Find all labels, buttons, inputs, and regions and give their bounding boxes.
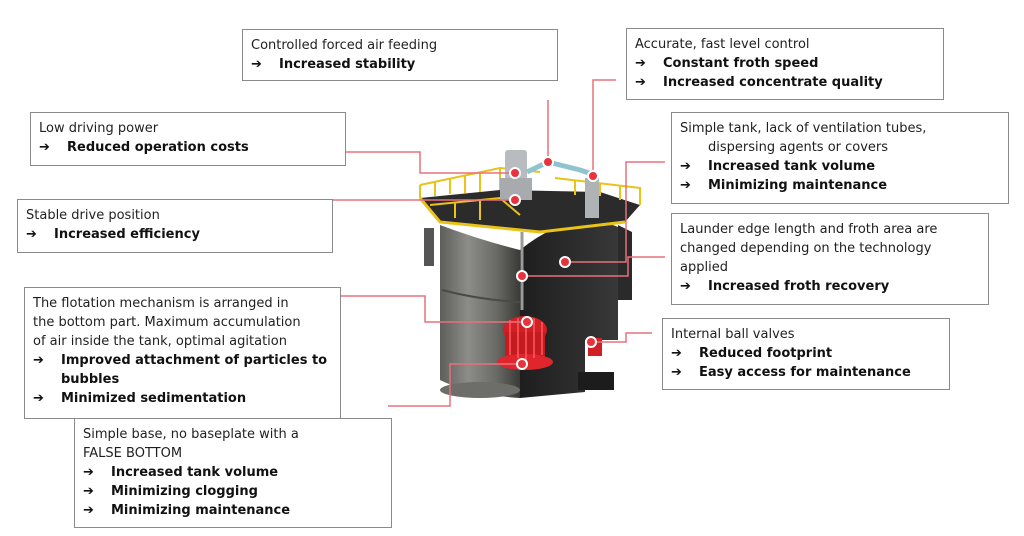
- right-arrow-icon: ➔: [680, 159, 691, 174]
- callout-description: Simple base, no baseplate with a: [83, 427, 299, 442]
- benefit-item: ➔Increased tank volume: [83, 465, 279, 480]
- right-arrow-icon: ➔: [680, 178, 691, 193]
- callout-description: changed depending on the technology: [680, 241, 932, 256]
- callout-description: Accurate, fast level control: [635, 37, 810, 52]
- valve-base: [578, 372, 614, 390]
- right-arrow-icon: ➔: [33, 391, 44, 406]
- right-arrow-icon: ➔: [83, 465, 94, 480]
- benefit-item: ➔Minimizing maintenance: [680, 178, 888, 193]
- right-arrow-icon: ➔: [83, 503, 94, 518]
- benefit-item: ➔Increased stability: [251, 57, 416, 72]
- right-arrow-icon: ➔: [680, 279, 691, 294]
- callout-description: of air inside the tank, optimal agitatio…: [33, 334, 287, 349]
- tank-bottom: [440, 382, 520, 398]
- callout-description: Simple tank, lack of ventilation tubes,: [680, 121, 927, 136]
- air-pipe: [525, 159, 596, 178]
- benefit-item: ➔Increased concentrate quality: [635, 75, 883, 90]
- marker-simple-tank: [559, 256, 571, 268]
- callout-description: Internal ball valves: [671, 327, 795, 342]
- callout-drive-position: Stable drive position ➔Increased efficie…: [17, 199, 333, 253]
- callout-description: dispersing agents or covers: [708, 140, 889, 155]
- callout-description: the bottom part. Maximum accumulation: [33, 315, 301, 330]
- callout-flotation-mechanism: The flotation mechanism is arranged in t…: [24, 287, 341, 419]
- tank-shell: [440, 225, 520, 398]
- callout-description: Low driving power: [39, 121, 159, 136]
- marker-launder-edge: [516, 270, 528, 282]
- benefit-item: ➔Minimized sedimentation: [33, 391, 247, 406]
- marker-simple-base: [516, 358, 528, 370]
- benefit-item: ➔Easy access for maintenance: [671, 365, 911, 380]
- callout-level-control: Accurate, fast level control ➔Constant f…: [626, 28, 944, 100]
- right-arrow-icon: ➔: [671, 365, 682, 380]
- right-arrow-icon: ➔: [635, 75, 646, 90]
- drive-gearbox: [500, 178, 532, 200]
- callout-driving-power: Low driving power ➔Reduced operation cos…: [30, 112, 346, 166]
- leader-driving-power: [346, 151, 515, 174]
- benefit-item: ➔Constant froth speed: [635, 56, 819, 71]
- callout-simple-base: Simple base, no baseplate with a FALSE B…: [74, 418, 392, 528]
- marker-air-feeding: [542, 156, 554, 168]
- marker-level-control: [587, 170, 599, 182]
- leader-ball-valves: [591, 332, 652, 343]
- leader-launder-edge: [522, 256, 665, 277]
- callout-launder-edge: Launder edge length and froth area are c…: [671, 213, 989, 305]
- red-impeller: [497, 316, 553, 370]
- benefit-item: ➔Improved attachment of particles to bub…: [33, 353, 328, 387]
- right-arrow-icon: ➔: [251, 57, 262, 72]
- level-control-unit: [585, 178, 599, 218]
- benefit-item: ➔Minimizing clogging: [83, 484, 258, 499]
- benefit-item: ➔Reduced footprint: [671, 346, 833, 361]
- right-arrow-icon: ➔: [39, 140, 50, 155]
- callout-description: The flotation mechanism is arranged in: [33, 296, 289, 311]
- benefit-item: ➔Reduced operation costs: [39, 140, 249, 155]
- callout-description: applied: [680, 260, 728, 275]
- marker-drive-position: [509, 194, 521, 206]
- callout-simple-tank: Simple tank, lack of ventilation tubes, …: [671, 112, 1009, 204]
- callout-ball-valves: Internal ball valves ➔Reduced footprint …: [662, 318, 950, 390]
- benefit-item: ➔Minimizing maintenance: [83, 503, 291, 518]
- right-arrow-icon: ➔: [83, 484, 94, 499]
- callout-air-feeding: Controlled forced air feeding ➔Increased…: [242, 29, 558, 81]
- callout-description: Launder edge length and froth area are: [680, 222, 938, 237]
- leader-level-control: [592, 79, 616, 176]
- right-arrow-icon: ➔: [635, 56, 646, 71]
- benefit-item: ➔Increased efficiency: [26, 227, 200, 242]
- benefit-item: ➔Increased froth recovery: [680, 279, 890, 294]
- leader-flotation-mechanism: [333, 295, 527, 323]
- deck-edge: [418, 197, 626, 234]
- marker-flotation-mechanism: [521, 316, 533, 328]
- leader-simple-tank: [565, 161, 665, 263]
- leader-simple-base: [388, 363, 522, 407]
- benefit-item: ➔Increased tank volume: [680, 159, 876, 174]
- callout-description: FALSE BOTTOM: [83, 446, 183, 461]
- right-arrow-icon: ➔: [33, 353, 44, 368]
- marker-driving-power: [509, 167, 521, 179]
- right-arrow-icon: ➔: [671, 346, 682, 361]
- tank-shell-lower: [441, 289, 521, 303]
- tank-interior: [520, 221, 627, 398]
- callout-description: Stable drive position: [26, 208, 160, 223]
- side-pipe: [424, 228, 434, 266]
- callout-description: Controlled forced air feeding: [251, 38, 438, 53]
- marker-ball-valves: [585, 336, 597, 348]
- right-arrow-icon: ➔: [26, 227, 37, 242]
